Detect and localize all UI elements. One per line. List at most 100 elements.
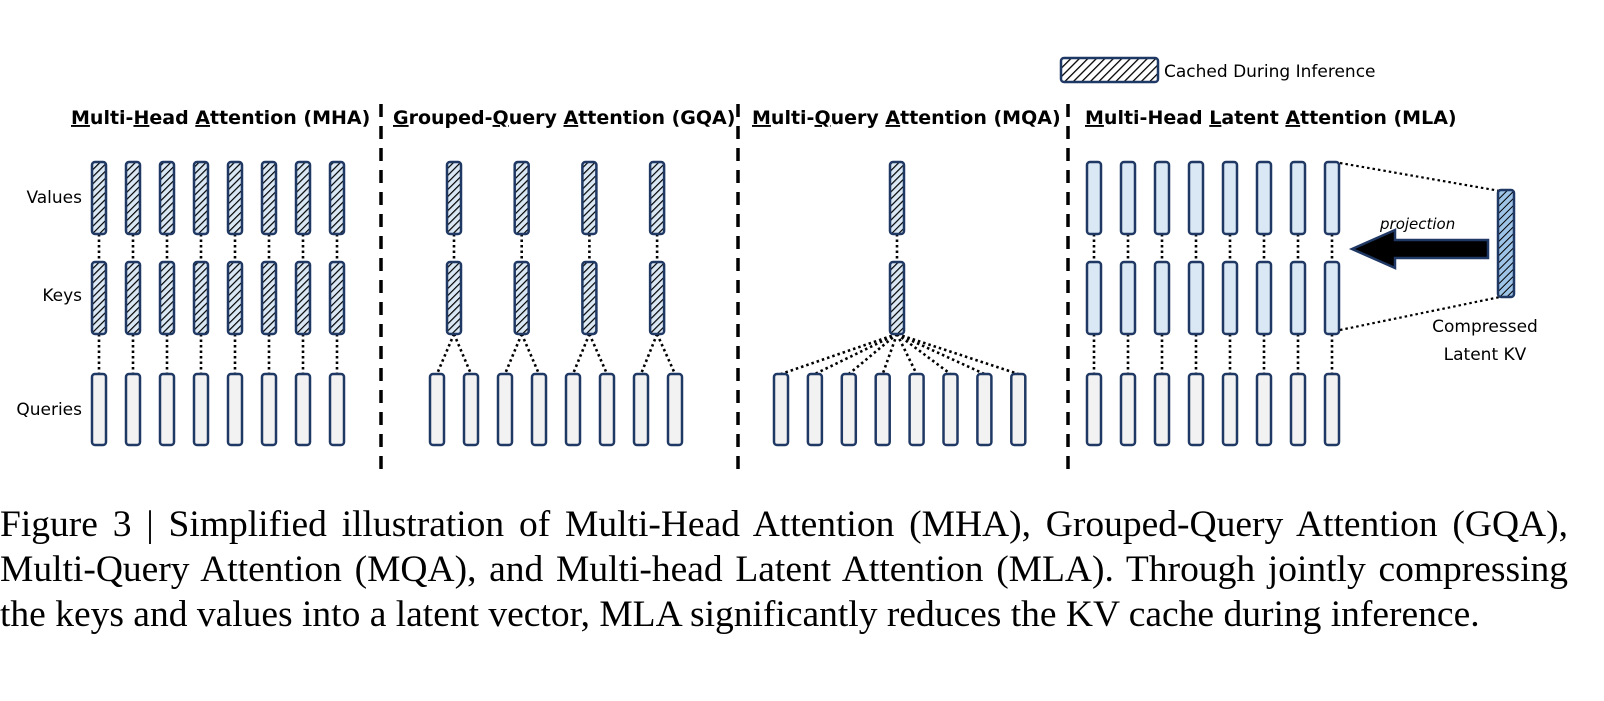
title-text: uery <box>509 107 564 129</box>
compressed-latent-kv-box <box>1496 188 1516 299</box>
mla-value-head <box>1255 160 1273 236</box>
gqa-key-head <box>445 260 463 336</box>
mha-key-head <box>226 260 244 336</box>
mqa-key-query-link <box>881 333 899 375</box>
mla-key-head <box>1153 260 1171 336</box>
mqa-key-query-link <box>896 332 952 376</box>
section-separators <box>379 104 1070 472</box>
title-initial: A <box>564 107 579 129</box>
section-title-gqa: Grouped-Query Attention (GQA) <box>393 107 735 129</box>
gqa-key-query-link <box>452 333 473 375</box>
mha-value-head <box>260 160 278 236</box>
mha-value-head <box>192 160 210 236</box>
gqa-value-head <box>513 160 530 236</box>
mla-value-head <box>1221 160 1239 236</box>
mla-key-head <box>1255 260 1273 336</box>
gqa-key-head <box>513 260 530 336</box>
mla-query-head <box>1255 372 1273 447</box>
title-text: ttention (MLA) <box>1300 107 1456 129</box>
mha-query-head <box>90 372 108 447</box>
mla-value-head <box>1187 160 1205 236</box>
mqa-value-head <box>888 160 906 236</box>
mqa-key-query-link <box>814 332 898 376</box>
gqa-key-query-link <box>435 333 456 375</box>
mqa-query-head <box>908 372 925 447</box>
mla-key-head <box>1187 260 1205 336</box>
mha-query-head <box>158 372 176 447</box>
mla-value-head <box>1289 160 1307 236</box>
mha-query-head <box>192 372 210 447</box>
title-text: ulti- <box>771 107 815 129</box>
title-initial: Q <box>814 107 830 129</box>
mqa-query-head <box>1010 372 1027 447</box>
gqa-query-head <box>428 372 446 447</box>
mla-query-head <box>1323 372 1341 447</box>
latent-trapezoid-top <box>1339 161 1501 193</box>
gqa-key-query-link <box>520 333 541 375</box>
mqa-key-query-link <box>780 332 898 376</box>
gqa-key-query-link <box>503 333 523 375</box>
section-title-mha: Multi-Head Attention (MHA) <box>71 107 370 129</box>
gqa-key-query-link <box>655 333 677 375</box>
mla-query-head <box>1187 372 1205 447</box>
attention-variants-figure: Cached During Inference Multi-Head Atten… <box>16 56 1538 472</box>
mla-query-head <box>1289 372 1307 447</box>
legend-label: Cached During Inference <box>1164 62 1376 82</box>
mha-key-head <box>328 260 346 336</box>
mla-value-head <box>1119 160 1137 236</box>
mqa-key-head <box>888 260 906 336</box>
gqa-key-head <box>648 260 666 336</box>
mla-latent-group: projection Compressed Latent KV <box>1339 161 1538 365</box>
mqa-key-query-link <box>896 332 1019 376</box>
mla-key-head <box>1323 260 1341 336</box>
gqa-value-head <box>445 160 463 236</box>
mha-query-head <box>124 372 142 447</box>
connectors <box>97 234 1334 376</box>
title-initial: M <box>1085 107 1104 129</box>
mha-query-head <box>294 372 312 447</box>
figure-canvas: Cached During Inference Multi-Head Atten… <box>16 56 1538 472</box>
mha-query-head <box>226 372 244 447</box>
mha-key-head <box>90 260 108 336</box>
gqa-key-head <box>581 260 598 336</box>
legend-swatch <box>1059 56 1160 84</box>
mla-value-head <box>1323 160 1341 236</box>
mla-value-head <box>1153 160 1171 236</box>
mha-key-head <box>158 260 176 336</box>
mla-key-head <box>1289 260 1307 336</box>
latent-label-line-2: Latent KV <box>1444 345 1527 365</box>
mqa-query-head <box>874 372 891 447</box>
mqa-query-head <box>806 372 824 447</box>
title-text: ttention (MQA) <box>900 107 1061 129</box>
row-label-values: Values <box>26 188 82 208</box>
row-label-queries: Queries <box>16 400 82 420</box>
title-text: ulti- <box>90 107 134 129</box>
mha-key-head <box>124 260 142 336</box>
mla-key-head <box>1221 260 1239 336</box>
mqa-query-head <box>840 372 858 447</box>
gqa-query-head <box>496 372 514 447</box>
gqa-value-head <box>648 160 666 236</box>
gqa-query-head <box>598 372 616 447</box>
mha-query-head <box>328 372 346 447</box>
mqa-query-head <box>942 372 959 447</box>
section-title-mqa: Multi-Query Attention (MQA) <box>752 107 1061 129</box>
mla-value-head <box>1085 160 1103 236</box>
title-initial: A <box>195 107 210 129</box>
mha-key-head <box>192 260 210 336</box>
title-initial: A <box>885 107 900 129</box>
title-text: uery <box>831 107 886 129</box>
mha-value-head <box>90 160 108 236</box>
title-initial: L <box>1209 107 1221 129</box>
mqa-query-head <box>976 372 993 447</box>
gqa-value-head <box>581 160 598 236</box>
section-title-mla: Multi-Head Latent Attention (MLA) <box>1085 107 1457 129</box>
mla-query-head <box>1085 372 1103 447</box>
mha-value-head <box>158 160 176 236</box>
title-text: ulti-Head <box>1104 107 1209 129</box>
mha-value-head <box>124 160 142 236</box>
mla-query-head <box>1119 372 1137 447</box>
title-text: atent <box>1221 107 1285 129</box>
mha-value-head <box>294 160 312 236</box>
title-initial: H <box>133 107 149 129</box>
